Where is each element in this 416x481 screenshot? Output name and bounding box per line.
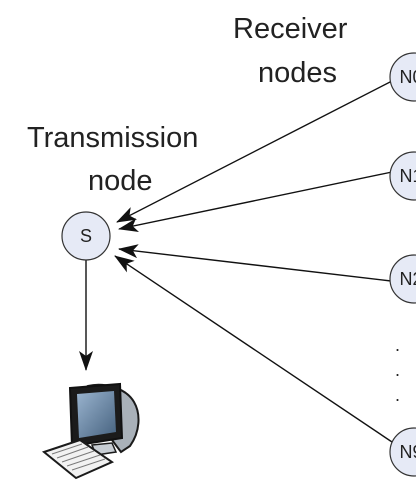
source-node-s: S: [61, 211, 111, 261]
edge-n1-to-s: [118, 171, 393, 232]
receiver-node-circle: [389, 254, 416, 304]
ellipsis-dot: .: [395, 335, 400, 355]
receiver-nodes-label-line2: nodes: [258, 57, 337, 89]
edge-n2-to-s: [118, 244, 392, 282]
receiver-node-n2: N2: [389, 254, 416, 304]
receiver-node-n0: N0: [389, 52, 416, 102]
receiver-nodes-label-line1: Receiver: [233, 13, 348, 45]
receiver-node-n9: N9: [389, 427, 416, 477]
transmission-node-label-line1: Transmission: [27, 122, 198, 154]
edge-n0-to-s: [116, 80, 393, 223]
receiver-node-circle: [389, 427, 416, 477]
receiver-node-n1: N1: [389, 151, 416, 201]
ellipsis-dot: .: [395, 360, 400, 380]
source-node-circle: [61, 211, 111, 261]
desktop-computer-icon: [41, 382, 140, 480]
receiver-node-circle: [389, 151, 416, 201]
source-node-label: S: [80, 226, 92, 246]
ellipsis: . . .: [395, 335, 400, 405]
receiver-node-label: N1: [399, 166, 416, 186]
receiver-node-label: N2: [399, 269, 416, 289]
ellipsis-dot: .: [395, 385, 400, 405]
receiver-node-label: N9: [399, 442, 416, 462]
edge-n9-to-s: [114, 255, 396, 445]
receiver-node-circle: [389, 52, 416, 102]
receiver-node-label: N0: [399, 67, 416, 87]
edges: [79, 80, 396, 445]
transmission-node-label-line2: node: [88, 165, 153, 197]
